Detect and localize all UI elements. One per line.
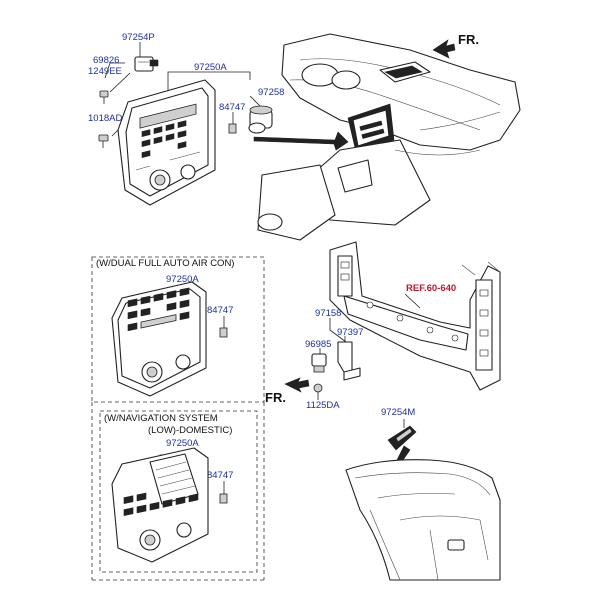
main-control-unit-group: 97254P 69826 1249EE 97250A 97258 84747 1… [88, 32, 284, 206]
caption-navigation-2: (LOW)-DOMESTIC) [148, 425, 232, 436]
screw-1018ad [98, 134, 109, 148]
label-97258: 97258 [258, 87, 284, 98]
control-panel-97250a [117, 79, 216, 206]
label-1018ad: 1018AD [88, 113, 122, 124]
label-97250a-nav: 97250A [166, 438, 199, 449]
frame-and-sensor-group: REF.60-640 97158 97397 96985 1125DA FR. [265, 241, 501, 411]
label-1249ee: 1249EE [88, 66, 122, 77]
label-84747-nav: 84747 [207, 470, 233, 481]
label-97158: 97158 [315, 308, 341, 319]
label-69826: 69826 [93, 55, 119, 66]
caption-dual-auto: (W/DUAL FULL AUTO AIR CON) [96, 258, 234, 269]
clip-84747-dual [219, 327, 228, 338]
clip-84747-nav [219, 493, 228, 504]
label-97397: 97397 [337, 327, 363, 338]
dashboard-group: FR. [253, 32, 521, 241]
label-fr-top: FR. [458, 32, 479, 47]
sensor-97258 [248, 105, 273, 134]
screw-1249ee [99, 90, 109, 104]
label-97250a-main: 97250A [194, 62, 227, 73]
label-84747-main: 84747 [219, 102, 245, 113]
label-97254p: 97254P [122, 32, 155, 43]
clip-84747 [228, 123, 237, 134]
screw-1125da [313, 383, 323, 400]
label-1125da: 1125DA [306, 400, 340, 411]
windshield-sensor-group: 97254M [345, 407, 501, 581]
label-97254m: 97254M [381, 407, 415, 418]
clip-bracket-97254p [134, 56, 159, 72]
control-panel-dual-auto [111, 281, 207, 397]
variant-navigation-system: (W/NAVIGATION SYSTEM (LOW)-DOMESTIC) 972… [99, 410, 258, 573]
variant-dual-auto-aircon: (W/DUAL FULL AUTO AIR CON) 97250A 84747 [91, 256, 265, 581]
label-ref-60-640: REF.60-640 [406, 283, 456, 294]
control-panel-navigation [111, 447, 209, 563]
rain-sensor-97254m [387, 425, 417, 451]
label-96985: 96985 [305, 339, 331, 350]
label-84747-dual: 84747 [207, 305, 233, 316]
label-97250a-dual: 97250A [166, 274, 199, 285]
sensor-96985 [311, 353, 327, 373]
caption-navigation-1: (W/NAVIGATION SYSTEM [104, 413, 218, 424]
label-fr-mid: FR. [265, 390, 286, 405]
